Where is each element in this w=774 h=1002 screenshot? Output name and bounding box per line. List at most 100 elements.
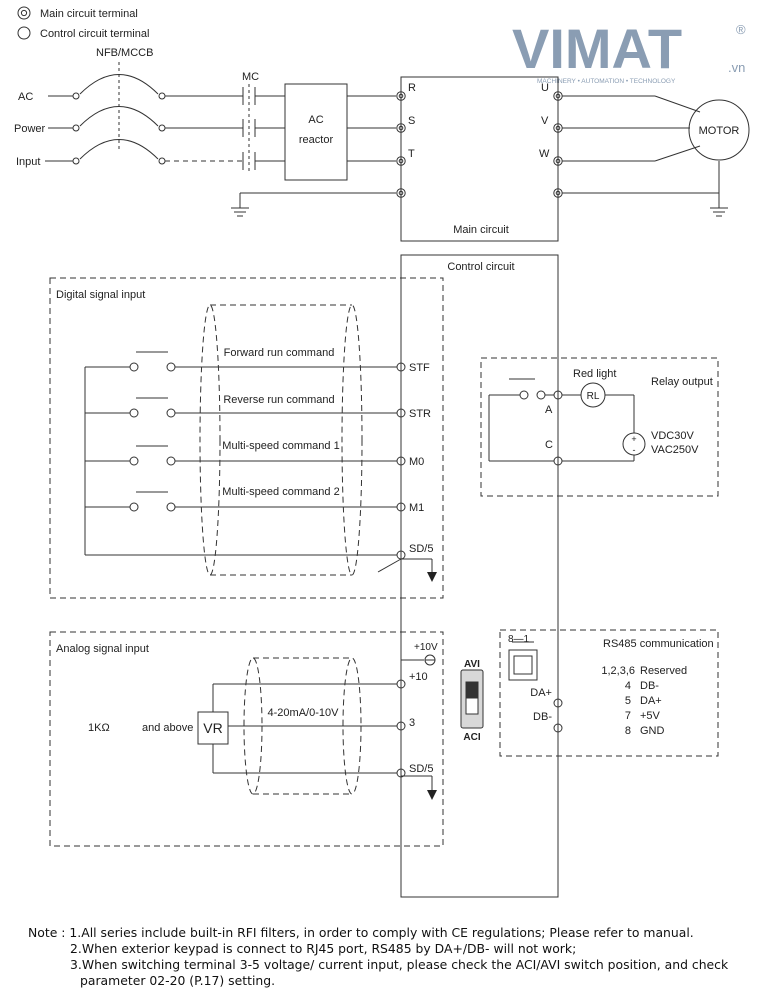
terminal-sd5-analog: SD/5 <box>409 763 433 775</box>
note-row: Note : 1.All series include built-in RFI… <box>28 925 728 941</box>
pin-function: DB- <box>640 680 659 692</box>
nfb-label: NFB/MCCB <box>96 47 153 59</box>
digital-switch-lines <box>84 351 433 575</box>
main-circuit-box <box>400 76 559 242</box>
rs485-title: RS485 communication <box>603 638 714 650</box>
pin-number: 7 <box>625 710 631 722</box>
notes-section: Note : 1.All series include built-in RFI… <box>28 925 728 989</box>
rs485-box <box>499 629 719 757</box>
power-label: Power <box>14 123 46 135</box>
legend-control-label: Control circuit terminal <box>40 28 149 40</box>
relay-output-title: Relay output <box>651 376 713 388</box>
pin-number: 8 <box>625 725 631 737</box>
pin-number: 4 <box>625 680 631 692</box>
analog-terminals <box>396 654 436 778</box>
main-terminal-legend-icon <box>17 6 31 20</box>
terminal-str: STR <box>409 408 431 420</box>
avi-label: AVI <box>464 659 480 670</box>
analog-input-title: Analog signal input <box>56 643 149 655</box>
vdc-label: VDC30V <box>651 430 694 442</box>
analog-input-box <box>49 631 444 847</box>
logo-brand: VIMAT <box>512 17 682 80</box>
notes-label: Note : <box>28 925 70 940</box>
avi-aci-switch-icon <box>460 669 484 729</box>
wiring-diagram: Main circuit terminal Control circuit te… <box>14 6 750 898</box>
resistance-label: 1KΩ <box>88 722 110 734</box>
terminal-s: S <box>408 115 415 127</box>
ac-reactor-box <box>284 83 348 181</box>
main-circuit-label: Main circuit <box>453 224 509 236</box>
multi-speed-2-label: Multi-speed command 2 <box>222 486 339 498</box>
terminal-sd5-digital: SD/5 <box>409 543 433 555</box>
pin-function: Reserved <box>640 665 687 677</box>
aci-label: ACI <box>463 732 480 743</box>
digital-terminals <box>396 362 406 560</box>
terminal-m0: M0 <box>409 456 424 468</box>
relay-a-label: A <box>545 404 553 416</box>
main-terminals <box>396 91 563 198</box>
relay-lines <box>488 378 635 462</box>
digital-common-ground-arrow <box>427 572 437 582</box>
terminal-plus10: +10 <box>409 671 428 683</box>
db-minus-label: DB- <box>533 711 552 723</box>
reactor-to-inverter-lines <box>240 95 396 194</box>
vimat-logo: VIMAT ® .vn MACHINERY • AUTOMATION • TEC… <box>512 17 746 85</box>
rj45-port-icon <box>508 641 538 681</box>
terminal-r: R <box>408 82 416 94</box>
power-input-lines <box>45 62 285 172</box>
terminal-t: T <box>408 148 415 160</box>
pin-function: +5V <box>640 710 661 722</box>
vr-box <box>197 711 229 745</box>
relay-c-label: C <box>545 439 553 451</box>
ac-label: AC <box>18 91 33 103</box>
source-plus: + <box>631 434 636 444</box>
terminal-3: 3 <box>409 717 415 729</box>
terminal-u: U <box>541 82 549 94</box>
vac-label: VAC250V <box>651 444 699 456</box>
note-item: 2.When exterior keypad is connect to RJ4… <box>70 941 577 956</box>
and-above-label: and above <box>142 722 193 734</box>
relay-output-box <box>480 357 719 497</box>
logo-tagline: MACHINERY • AUTOMATION • TECHNOLOGY <box>537 78 676 85</box>
relay-terminal-a <box>553 390 563 400</box>
logo-registered: ® <box>736 22 746 37</box>
mc-label: MC <box>242 71 259 83</box>
terminal-v: V <box>541 115 549 127</box>
control-circuit-box <box>400 254 559 898</box>
analog-lines <box>212 648 433 790</box>
rs485-db-terminal <box>553 723 563 733</box>
pin-number: 5 <box>625 695 631 707</box>
digital-input-title: Digital signal input <box>56 289 145 301</box>
digital-shield <box>199 304 363 576</box>
forward-run-label: Forward run command <box>224 347 335 359</box>
pin-function: GND <box>640 725 665 737</box>
motor-circle <box>688 99 750 161</box>
reactor-label-2: reactor <box>299 134 334 146</box>
rs485-pin-table: 1,2,3,6 Reserved 4 DB- 5 DA+ 7 +5V 8 GND <box>601 665 687 737</box>
da-plus-label: DA+ <box>530 687 552 699</box>
rl-label: RL <box>587 391 600 402</box>
relay-terminal-c <box>553 456 563 466</box>
terminal-plus10v: +10V <box>414 642 438 653</box>
note-item: 1.All series include built-in RFI filter… <box>69 925 694 940</box>
legend-main-label: Main circuit terminal <box>40 8 138 20</box>
vr-label: VR <box>203 720 222 736</box>
pin-number: 1,2,3,6 <box>601 665 635 677</box>
reactor-label-1: AC <box>308 114 323 126</box>
source-minus: - <box>633 445 636 455</box>
note-item: 3.When switching terminal 3-5 voltage/ c… <box>70 957 729 972</box>
red-light-icon <box>580 382 606 408</box>
rj45-pin-range: 8—1 <box>508 634 530 645</box>
note-item: parameter 02-20 (P.17) setting. <box>80 973 276 988</box>
terminal-w: W <box>539 148 550 160</box>
pin-function: DA+ <box>640 695 662 707</box>
logo-suffix: .vn <box>728 60 745 75</box>
analog-range-label: 4-20mA/0-10V <box>268 707 340 719</box>
terminal-m1: M1 <box>409 502 424 514</box>
motor-label: MOTOR <box>699 125 740 137</box>
control-terminal-legend-icon <box>17 26 31 40</box>
control-circuit-label: Control circuit <box>447 261 514 273</box>
reverse-run-label: Reverse run command <box>223 394 334 406</box>
motor-output-lines <box>562 95 728 217</box>
analog-common-ground-arrow <box>427 790 437 800</box>
